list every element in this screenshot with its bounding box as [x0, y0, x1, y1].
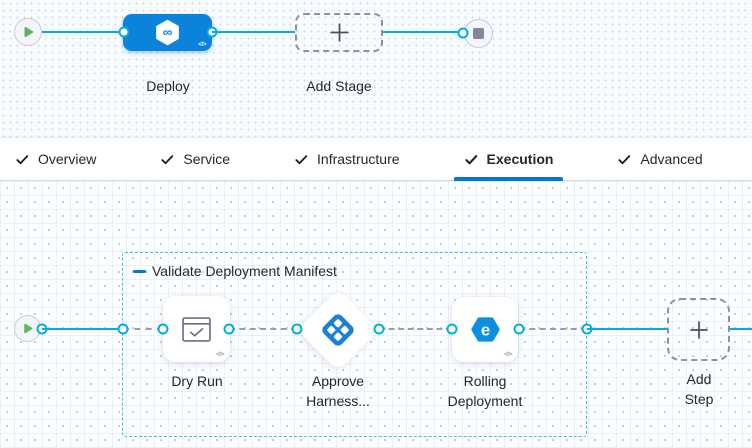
step-node-dry-run[interactable]: </>	[163, 296, 230, 362]
check-icon	[617, 152, 632, 167]
tab-execution[interactable]: Execution	[453, 138, 564, 181]
tab-service[interactable]: Service	[150, 138, 240, 180]
connector-dot	[291, 323, 303, 335]
tab-label: Infrastructure	[317, 151, 400, 167]
step-node-rolling-deployment[interactable]: e </>	[452, 297, 518, 362]
edge-dashed	[379, 328, 452, 330]
edge-start-group	[42, 328, 123, 330]
edge-group-addstep	[587, 328, 667, 330]
stage-label-deploy: Deploy	[146, 78, 190, 94]
connector-dot	[446, 323, 458, 335]
edge-dashed	[229, 328, 297, 330]
connector-dot	[118, 26, 130, 38]
stage-node-deploy[interactable]: ∞ </>	[123, 14, 212, 51]
stop-icon	[472, 27, 484, 39]
edge-start-deploy	[42, 31, 123, 33]
tab-label: Overview	[38, 151, 97, 167]
stage-canvas: ∞ </> Deploy Add Stage	[0, 0, 752, 137]
check-icon	[294, 152, 309, 167]
edge-dashed	[519, 328, 587, 330]
step-group-title: Validate Deployment Manifest	[133, 263, 337, 279]
tab-label: Advanced	[640, 151, 703, 167]
tab-label: Execution	[486, 151, 554, 167]
rolling-deploy-icon: e	[470, 314, 501, 345]
rolling-glyph: e	[480, 320, 489, 339]
code-toggle-icon: </>	[216, 351, 224, 358]
check-icon	[160, 152, 175, 167]
tab-overview[interactable]: Overview	[5, 138, 106, 180]
add-stage-button[interactable]	[295, 13, 383, 52]
step-label-dry-run: Dry Run	[171, 373, 223, 389]
step-label-rolling-deployment: Rolling Deployment	[447, 373, 523, 409]
execution-canvas: Validate Deployment Manifest </> Dry Run	[0, 181, 752, 448]
collapse-dash-icon[interactable]	[133, 269, 146, 273]
step-label-approve: Approve Harness...	[306, 373, 370, 409]
add-stage-label: Add Stage	[306, 78, 372, 94]
step-group-box[interactable]	[122, 252, 587, 437]
edge-dashed	[123, 328, 163, 330]
check-icon	[15, 152, 30, 167]
code-toggle-icon: </>	[198, 41, 206, 48]
add-step-button[interactable]	[667, 298, 730, 361]
code-toggle-icon: </>	[504, 351, 512, 358]
tab-infrastructure[interactable]: Infrastructure	[284, 138, 409, 180]
tab-advanced[interactable]: Advanced	[607, 138, 712, 180]
connector-dot	[457, 27, 469, 39]
edge-addstage-end	[383, 31, 463, 33]
add-step-label: Add Step	[684, 371, 714, 407]
connector-dot	[373, 323, 385, 335]
plus-icon	[688, 319, 710, 341]
connector-dot	[223, 323, 235, 335]
connector-dot	[513, 323, 525, 335]
plus-icon	[328, 21, 351, 44]
play-icon	[21, 25, 35, 39]
infinity-glyph: ∞	[163, 25, 173, 40]
pipeline-start-node[interactable]	[14, 18, 42, 46]
window-check-icon	[182, 316, 211, 342]
step-group-title-text: Validate Deployment Manifest	[152, 263, 337, 279]
connector-dot	[157, 323, 169, 335]
tab-label: Service	[183, 151, 231, 167]
stage-config-tabs: Overview Service Infrastructure Executio…	[0, 137, 752, 181]
play-icon	[21, 322, 34, 335]
hexagon-infinity-icon: ∞	[154, 19, 181, 46]
check-icon	[464, 152, 479, 167]
edge-addstep-right	[730, 328, 752, 330]
edge-deploy-addstage	[212, 31, 295, 33]
connector-dot	[117, 323, 129, 335]
